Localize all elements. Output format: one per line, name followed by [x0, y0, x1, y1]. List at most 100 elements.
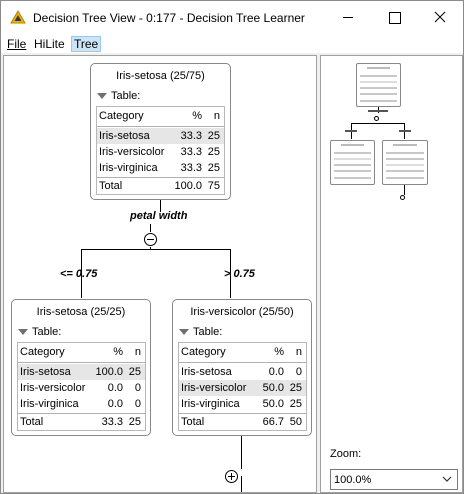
total-n: 50 [289, 416, 302, 428]
close-button[interactable] [417, 1, 463, 33]
title-bar: Decision Tree View - 0:177 - Decision Tr… [1, 1, 463, 33]
total-label: Total [20, 416, 44, 428]
cell-category: Iris-versicolor [99, 146, 165, 158]
total-pct: 100.0 [174, 180, 202, 192]
header-category: Category [99, 110, 144, 122]
knime-triangle-icon [10, 10, 26, 24]
table-row: Iris-versicolor 33.3 25 [97, 144, 224, 160]
table-row: Iris-versicolor 0.0 0 [18, 380, 145, 396]
left-branch-condition: <= 0.75 [60, 268, 98, 280]
cell-n: 25 [289, 398, 302, 410]
header-n: n [295, 346, 302, 358]
tree-node-root[interactable]: Iris-setosa (25/75) Table: Category % n … [90, 63, 231, 200]
cell-category: Iris-virginica [99, 162, 158, 174]
table-toggle[interactable]: Table: [18, 326, 61, 338]
table-total-row: Total 66.7 50 [179, 414, 306, 430]
class-distribution-table: Category % n Iris-setosa 33.3 25 Iris-ve… [96, 106, 225, 195]
total-pct: 66.7 [262, 416, 284, 428]
cell-pct: 0.0 [107, 398, 123, 410]
zoom-label: Zoom: [330, 448, 362, 460]
total-pct: 33.3 [101, 416, 123, 428]
class-distribution-table: Category % n Iris-setosa 0.0 0 Iris-vers… [178, 342, 307, 431]
header-category: Category [20, 346, 65, 358]
minimize-button[interactable] [325, 1, 371, 33]
cell-category: Iris-versicolor [20, 382, 86, 394]
tree-overview-panel: Zoom: 100.0% [320, 55, 463, 493]
cell-category: Iris-setosa [20, 366, 71, 378]
header-n: n [134, 346, 141, 358]
cell-category: Iris-versicolor [181, 382, 247, 394]
cell-n: 25 [289, 382, 302, 394]
cell-pct: 50.0 [262, 382, 284, 394]
header-pct: % [274, 346, 284, 358]
zoom-select[interactable]: 100.0% [330, 469, 458, 490]
cell-n: 25 [207, 130, 220, 142]
total-label: Total [99, 180, 123, 192]
split-attribute-label: petal width [130, 210, 188, 222]
table-row: Iris-virginica 0.0 0 [18, 396, 145, 412]
header-pct: % [113, 346, 123, 358]
table-toggle[interactable]: Table: [97, 90, 140, 102]
close-icon [434, 11, 446, 23]
expand-node-icon[interactable] [225, 470, 238, 483]
maximize-button[interactable] [371, 1, 417, 33]
table-toggle-label: Table: [193, 326, 223, 338]
node-title: Iris-versicolor (25/50) [190, 306, 294, 318]
cell-n: 25 [207, 146, 220, 158]
cell-n: 25 [128, 366, 141, 378]
cell-category: Iris-virginica [20, 398, 79, 410]
header-n: n [213, 110, 220, 122]
header-pct: % [192, 110, 202, 122]
collapse-triangle-icon [18, 329, 28, 336]
cell-category: Iris-virginica [181, 398, 240, 410]
class-distribution-table: Category % n Iris-setosa 100.0 25 Iris-v… [17, 342, 146, 431]
cell-n: 25 [207, 162, 220, 174]
menu-tree[interactable]: Tree [71, 36, 102, 52]
cell-n: 0 [134, 382, 141, 394]
table-row: Iris-setosa 33.3 25 [97, 128, 224, 144]
table-toggle-label: Table: [32, 326, 62, 338]
total-n: 25 [128, 416, 141, 428]
table-toggle-label: Table: [111, 90, 141, 102]
cell-pct: 0.0 [107, 382, 123, 394]
table-row: Iris-versicolor 50.0 25 [179, 380, 306, 396]
table-total-row: Total 33.3 25 [18, 414, 145, 430]
table-row: Iris-virginica 33.3 25 [97, 160, 224, 176]
menu-hilite[interactable]: HiLite [34, 37, 65, 51]
table-total-row: Total 100.0 75 [97, 178, 224, 194]
table-header: Category % n [18, 344, 145, 360]
cell-n: 0 [134, 398, 141, 410]
cell-category: Iris-setosa [99, 130, 150, 142]
node-title: Iris-setosa (25/75) [116, 70, 205, 82]
collapse-triangle-icon [97, 93, 107, 100]
right-branch-condition: > 0.75 [224, 268, 255, 280]
cell-pct: 100.0 [95, 366, 123, 378]
cell-pct: 33.3 [180, 162, 202, 174]
table-row: Iris-setosa 100.0 25 [18, 364, 145, 380]
cell-pct: 50.0 [262, 398, 284, 410]
header-category: Category [181, 346, 226, 358]
menu-bar: File HiLite Tree [1, 33, 463, 53]
total-label: Total [181, 416, 205, 428]
cell-pct: 0.0 [268, 366, 284, 378]
tree-canvas[interactable]: Iris-setosa (25/75) Table: Category % n … [3, 55, 317, 493]
menu-file[interactable]: File [7, 37, 27, 51]
cell-n: 0 [295, 366, 302, 378]
tree-node-right[interactable]: Iris-versicolor (25/50) Table: Category … [172, 299, 312, 436]
table-row: Iris-virginica 50.0 25 [179, 396, 306, 412]
tree-node-left[interactable]: Iris-setosa (25/25) Table: Category % n … [11, 299, 151, 436]
cell-pct: 33.3 [180, 146, 202, 158]
cell-pct: 33.3 [180, 130, 202, 142]
table-row: Iris-setosa 0.0 0 [179, 364, 306, 380]
node-title: Iris-setosa (25/25) [36, 306, 126, 318]
table-header: Category % n [97, 108, 224, 124]
collapse-node-icon[interactable] [144, 233, 157, 246]
tree-overview-miniature[interactable] [321, 56, 462, 436]
table-header: Category % n [179, 344, 306, 360]
window-title: Decision Tree View - 0:177 - Decision Tr… [33, 11, 305, 25]
table-toggle[interactable]: Table: [179, 326, 222, 338]
zoom-value[interactable]: 100.0% [334, 474, 372, 486]
chevron-down-icon[interactable] [442, 475, 452, 483]
total-n: 75 [207, 180, 220, 192]
